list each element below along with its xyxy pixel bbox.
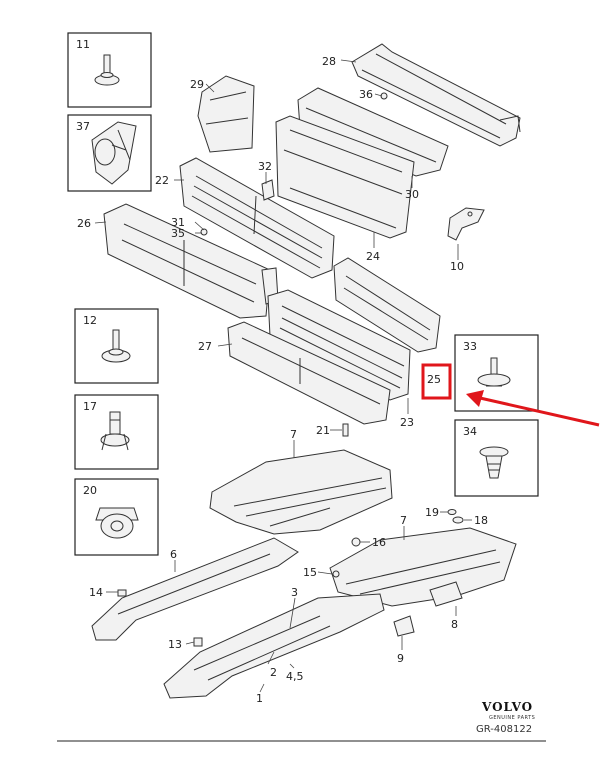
inset-12: 12 [74,308,159,384]
inset-37-label: 37 [76,120,90,133]
part-24-frame [275,115,415,239]
callout-7-upper: 7 [290,428,297,441]
inset-17-label: 17 [83,400,97,413]
callout-36: 36 [359,88,373,101]
reference-number: GR-408122 [476,724,532,735]
highlight-box [421,363,452,400]
part-10-bracket [447,207,485,241]
callout-30: 30 [405,188,419,201]
callout-7-right: 7 [400,514,407,527]
part-27-reinforcement [227,321,391,425]
leader-lines [94,59,472,693]
inset-20: 20 [74,478,159,556]
part-9-block [393,615,415,637]
inset-34-label: 34 [463,425,477,438]
part-28-bracket [351,43,521,147]
callout-1: 1 [256,692,263,705]
part-21-screw [342,423,349,437]
push-clip-icon [479,446,509,479]
part-32-clip [261,179,275,201]
callout-26: 26 [77,217,91,230]
part-7-shield-upper [209,449,393,535]
callout-32: 32 [258,160,272,173]
part-6-rail [91,537,299,641]
rivet-icon [477,357,511,387]
callout-35: 35 [171,227,185,240]
inset-11: 11 [67,32,152,108]
callout-4-5: 4,5 [286,670,304,683]
callout-29: 29 [190,78,204,91]
inset-17: 17 [74,394,159,470]
callout-10: 10 [450,260,464,273]
callout-13: 13 [168,638,182,651]
callout-19: 19 [425,506,439,519]
inset-37: 37 [67,114,152,192]
volvo-logo: VOLVO [481,700,533,714]
nut-icon [95,507,139,539]
inset-12-label: 12 [83,314,97,327]
callout-6: 6 [170,548,177,561]
callout-16: 16 [372,536,386,549]
inset-20-label: 20 [83,484,97,497]
inset-34: 34 [454,419,539,497]
sensor-bracket-icon [91,121,137,185]
callout-31: 31 [171,216,185,229]
part-22-grille [179,157,335,279]
part-8-block [429,581,463,607]
fastener-19 [447,509,457,515]
callout-23: 23 [400,416,414,429]
callout-22: 22 [155,174,169,187]
part-25-deflector [333,257,441,353]
callout-9: 9 [397,652,404,665]
fastener-13 [193,637,203,647]
fastener-31-35 [200,228,208,236]
fastener-16 [351,537,361,547]
callout-25: 25 [427,373,441,386]
part-29-panel [197,75,255,153]
callout-labels: 28 29 36 30 22 32 31 35 26 24 10 27 23 2… [77,55,488,705]
callout-18: 18 [474,514,488,527]
screw-icon [101,329,131,363]
brand-tagline: GENUINE PARTS [489,715,535,721]
red-arrow-icon [466,390,600,427]
callout-3: 3 [291,586,298,599]
fastener-14 [117,589,127,597]
clip-icon [100,411,130,451]
callout-2: 2 [270,666,277,679]
part-23-lower-grille [267,289,411,401]
inset-11-label: 11 [76,38,90,51]
callout-8: 8 [451,618,458,631]
bolt-icon [94,54,120,86]
inset-33-label: 33 [463,340,477,353]
highlight-25[interactable]: 25 [421,363,452,400]
fastener-18 [452,516,464,524]
callout-28: 28 [322,55,336,68]
inset-33: 33 [454,334,539,412]
brand-block: VOLVO GENUINE PARTS GR-408122 [476,700,535,735]
callout-27: 27 [198,340,212,353]
fastener-15 [332,570,340,578]
callout-15: 15 [303,566,317,579]
callout-21: 21 [316,424,330,437]
part-1-shield-lower [163,593,385,699]
callout-24: 24 [366,250,380,263]
callout-14: 14 [89,586,103,599]
